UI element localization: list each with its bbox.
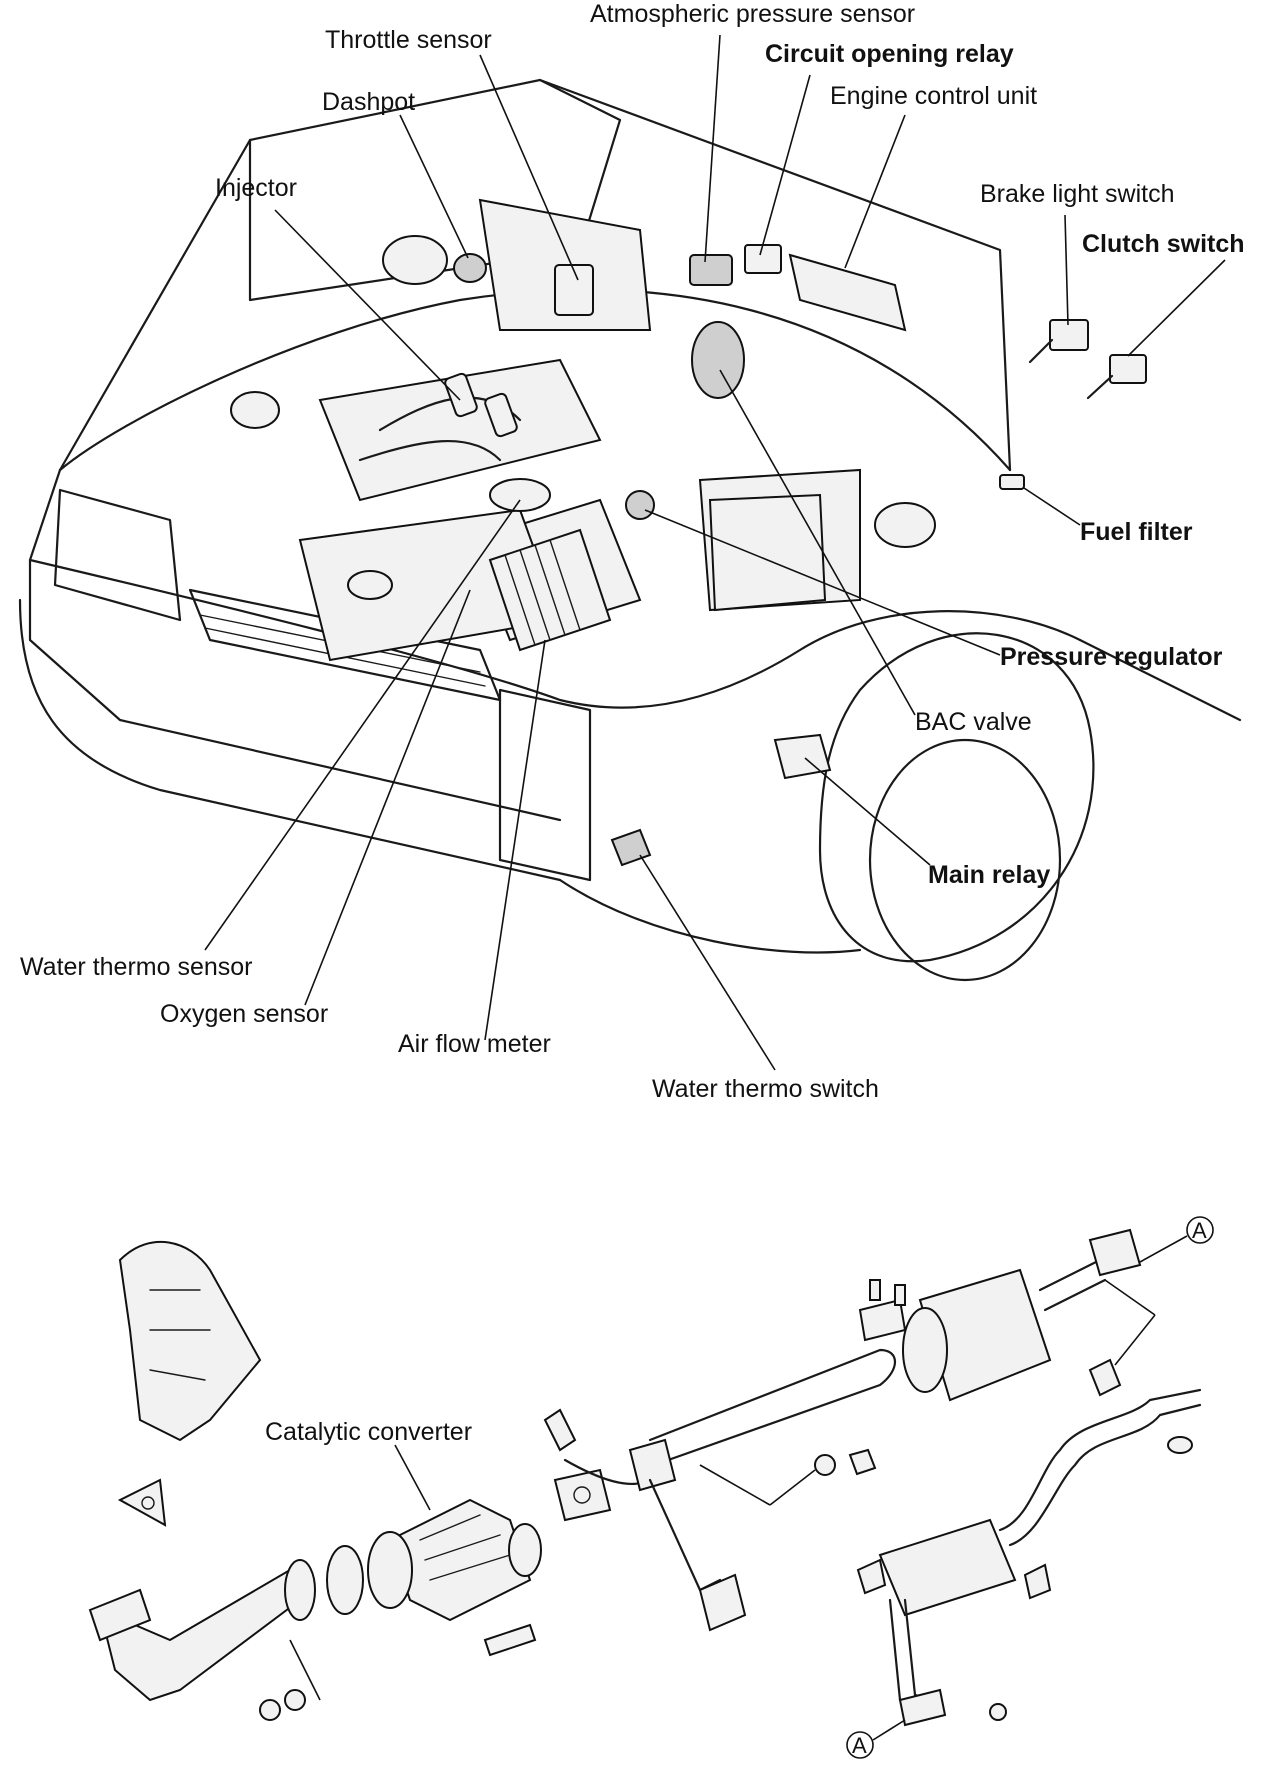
label-engine-control-unit: Engine control unit <box>830 82 1037 110</box>
reference-mark-a-lower: A <box>846 1719 906 1759</box>
label-main-relay: Main relay <box>928 861 1050 889</box>
fuel-filter-part <box>999 474 1025 490</box>
reference-mark-a-upper: A <box>1139 1216 1214 1263</box>
exhaust-manifold-part <box>118 1241 262 1442</box>
main-muffler-part <box>902 1258 1122 1402</box>
throttle-sensor-part <box>554 264 594 316</box>
leader-catalytic-converter <box>394 1444 431 1511</box>
callout-labels-upper: Atmospheric pressure sensor Throttle sen… <box>20 0 1245 1103</box>
svg-text:A: A <box>852 1733 867 1758</box>
water-thermo-switch-part <box>610 828 652 867</box>
label-catalytic-converter: Catalytic converter <box>265 1418 472 1446</box>
label-throttle-sensor: Throttle sensor <box>325 26 492 54</box>
alternate-muffler-part <box>878 1388 1202 1617</box>
label-circuit-opening-relay: Circuit opening relay <box>765 40 1014 68</box>
clutch-switch-part <box>1086 354 1147 400</box>
label-atmospheric-pressure-sensor: Atmospheric pressure sensor <box>590 0 915 28</box>
battery-part <box>708 493 827 612</box>
air-intake-duct <box>488 528 612 652</box>
catalytic-converter-part <box>367 1498 542 1622</box>
car-front-illustration <box>18 78 1242 982</box>
dashpot-part <box>453 253 487 283</box>
label-oxygen-sensor: Oxygen sensor <box>160 1000 328 1028</box>
label-air-flow-meter: Air flow meter <box>398 1030 551 1058</box>
front-pipe-part <box>98 1568 302 1702</box>
label-fuel-filter: Fuel filter <box>1080 518 1193 546</box>
engine-control-unit-part <box>788 253 907 332</box>
label-injector: Injector <box>215 174 297 202</box>
atmospheric-sensor-part <box>689 254 733 286</box>
leader-lines-upper <box>204 34 1226 1071</box>
pressure-regulator-part <box>625 490 655 520</box>
label-water-thermo-switch: Water thermo switch <box>652 1075 879 1103</box>
label-pressure-regulator: Pressure regulator <box>1000 643 1223 671</box>
label-water-thermo-sensor: Water thermo sensor <box>20 953 252 981</box>
label-dashpot: Dashpot <box>322 88 415 116</box>
label-brake-light-switch: Brake light switch <box>980 180 1175 208</box>
bac-valve-part <box>691 321 745 399</box>
injector-part <box>444 372 518 438</box>
circuit-relay-part <box>744 244 782 274</box>
label-bac-valve: BAC valve <box>915 708 1032 736</box>
brake-light-switch-part <box>1028 319 1089 364</box>
label-clutch-switch: Clutch switch <box>1082 230 1245 258</box>
svg-text:A: A <box>1192 1218 1207 1243</box>
exhaust-system-illustration <box>88 1228 1202 1727</box>
